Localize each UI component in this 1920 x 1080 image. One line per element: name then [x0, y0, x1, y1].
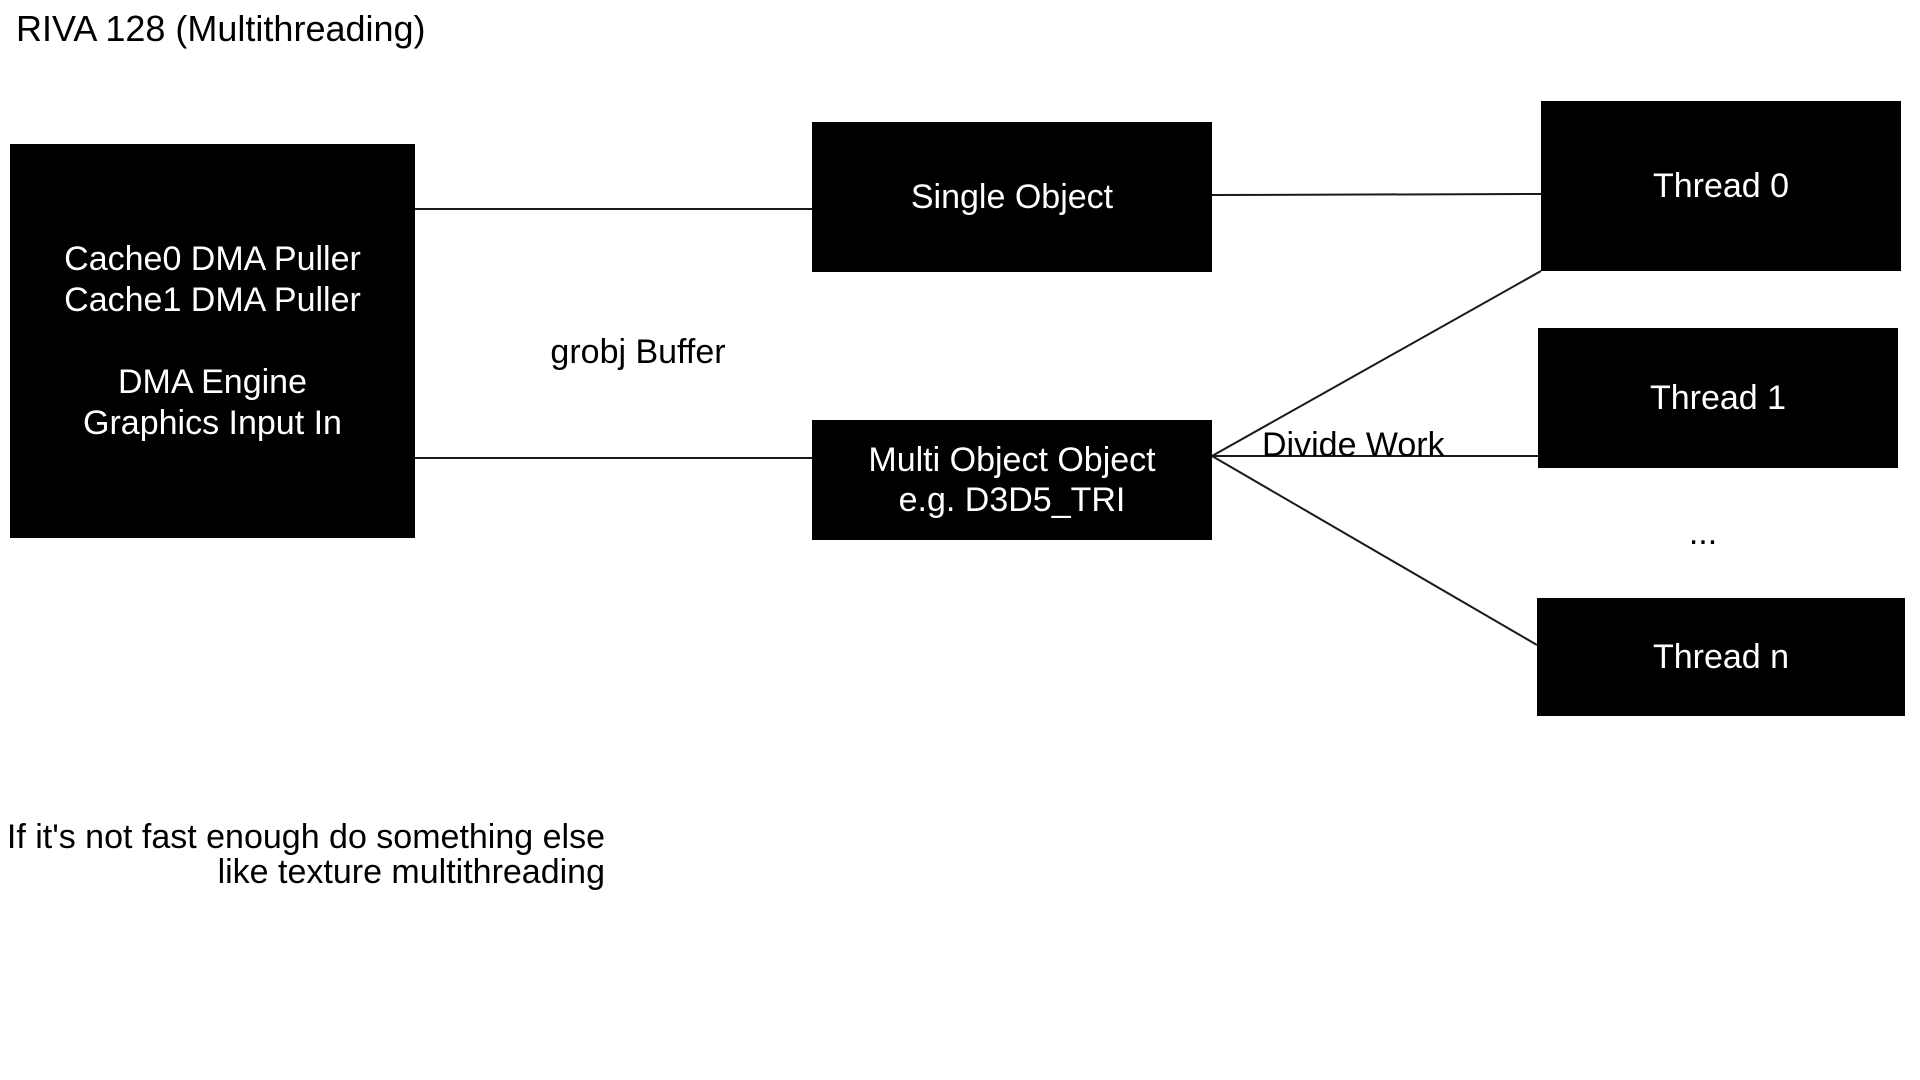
multi-object-line-1: Multi Object Object — [868, 441, 1156, 479]
grobj-buffer-label: grobj Buffer — [550, 333, 726, 371]
multi-object-box: Multi Object Object e.g. D3D5_TRI — [812, 420, 1212, 540]
note-text: If it's not fast enough do something els… — [0, 820, 605, 890]
dma-puller-line-2: Cache1 DMA Puller — [64, 280, 361, 319]
dma-puller-line-5: Graphics Input In — [83, 403, 342, 442]
divide-work-label: Divide Work — [1262, 426, 1445, 464]
thread-0-box: Thread 0 — [1541, 101, 1901, 271]
ellipsis-label: ... — [1688, 514, 1718, 552]
multi-object-line-2: e.g. D3D5_TRI — [898, 481, 1126, 519]
connector-multi-object-to-thread-n — [1211, 455, 1538, 646]
thread-1-box: Thread 1 — [1538, 328, 1898, 468]
connector-single-object-to-thread-0 — [1211, 193, 1542, 196]
note-line-1: If it's not fast enough do something els… — [6, 818, 605, 856]
thread-n-label: Thread n — [1652, 637, 1790, 676]
thread-1-label: Thread 1 — [1649, 378, 1787, 417]
single-object-box: Single Object — [812, 122, 1212, 272]
note-line-2: like texture multithreading — [217, 853, 605, 891]
dma-puller-line-1: Cache0 DMA Puller — [64, 239, 361, 278]
dma-puller-line-4: DMA Engine — [118, 362, 307, 401]
thread-0-label: Thread 0 — [1652, 166, 1790, 205]
diagram-title: RIVA 128 (Multithreading) — [16, 8, 426, 49]
thread-n-box: Thread n — [1537, 598, 1905, 716]
single-object-label: Single Object — [910, 177, 1114, 216]
dma-puller-box: Cache0 DMA Puller Cache1 DMA Puller DMA … — [10, 144, 415, 538]
